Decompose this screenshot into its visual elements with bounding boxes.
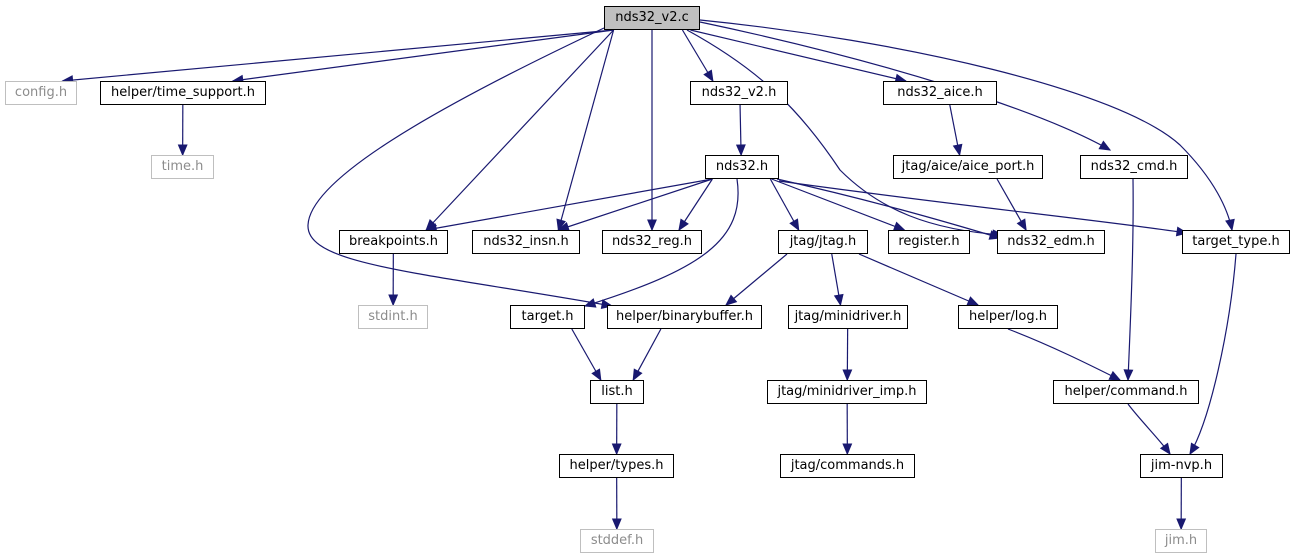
- edge-root-to-config: [61, 29, 614, 85]
- node-jim: jim.h: [1155, 529, 1207, 553]
- dependency-edges: [61, 19, 1237, 531]
- node-v2h[interactable]: nds32_v2.h: [690, 81, 788, 105]
- edge-root-to-aice: [690, 29, 908, 84]
- node-commands[interactable]: jtag/commands.h: [780, 454, 915, 478]
- node-jimnvp[interactable]: jim-nvp.h: [1140, 454, 1223, 478]
- node-nds32h[interactable]: nds32.h: [705, 155, 779, 179]
- edge-nds32h-to-bp: [424, 178, 713, 234]
- node-cmd[interactable]: nds32_cmd.h: [1080, 155, 1188, 179]
- node-ttype[interactable]: target_type.h: [1182, 230, 1290, 254]
- edge-list-to-types: [611, 403, 622, 456]
- edge-nds32h-to-reg: [678, 178, 713, 232]
- node-aice[interactable]: nds32_aice.h: [883, 81, 997, 105]
- node-time: time.h: [151, 155, 214, 179]
- edge-binbuf-to-list: [632, 328, 662, 382]
- node-reg[interactable]: nds32_reg.h: [602, 230, 702, 254]
- edge-nds32h-to-insn: [557, 178, 713, 232]
- edge-jtag-to-minidrv: [831, 253, 844, 307]
- edge-nds32h-to-jtag: [769, 178, 800, 232]
- node-stdint: stdint.h: [358, 305, 428, 329]
- node-timesupp[interactable]: helper/time_support.h: [100, 81, 266, 105]
- node-config: config.h: [5, 81, 77, 105]
- node-stddef: stddef.h: [580, 529, 654, 553]
- node-root[interactable]: nds32_v2.c: [604, 6, 700, 30]
- node-list[interactable]: list.h: [590, 380, 644, 404]
- node-target[interactable]: target.h: [510, 305, 585, 329]
- node-command[interactable]: helper/command.h: [1053, 380, 1199, 404]
- node-aiceport[interactable]: jtag/aice/aice_port.h: [893, 155, 1043, 179]
- edge-jtag-to-binbuf: [725, 253, 788, 306]
- edge-aiceport-to-edm: [996, 178, 1027, 232]
- node-register[interactable]: register.h: [888, 230, 970, 254]
- edge-root-to-v2h: [681, 29, 714, 83]
- edge-jimnvp-to-jim: [1176, 477, 1187, 531]
- node-binbuf[interactable]: helper/binarybuffer.h: [607, 305, 762, 329]
- edge-command-to-jimnvp: [1127, 403, 1171, 456]
- edge-root-to-insn: [556, 29, 615, 232]
- edge-root-to-reg: [647, 30, 657, 232]
- node-bp[interactable]: breakpoints.h: [339, 230, 448, 254]
- edge-bp-to-stdint: [388, 253, 399, 307]
- edge-minidrvimp-to-commands: [842, 403, 853, 456]
- edge-nds32h-to-edm: [776, 178, 1002, 240]
- edge-v2h-to-nds32h: [735, 104, 746, 157]
- node-insn[interactable]: nds32_insn.h: [472, 230, 580, 254]
- edge-root-to-ttype: [699, 19, 1235, 232]
- node-types[interactable]: helper/types.h: [559, 454, 674, 478]
- edge-nds32h-to-ttype: [778, 180, 1189, 237]
- edge-minidrv-to-minidrvimp: [842, 328, 853, 382]
- edge-types-to-stddef: [611, 477, 622, 531]
- edge-aice-to-aiceport: [949, 104, 963, 157]
- edge-nds32h-to-target: [583, 178, 739, 308]
- node-log[interactable]: helper/log.h: [958, 305, 1058, 329]
- node-minidrvimp[interactable]: jtag/minidriver_imp.h: [767, 380, 927, 404]
- edge-log-to-command: [1007, 328, 1122, 381]
- edge-cmd-to-command: [1123, 178, 1134, 382]
- edge-root-to-binbuf: [307, 27, 614, 310]
- node-jtag[interactable]: jtag/jtag.h: [778, 230, 868, 254]
- edge-root-to-timesupp: [231, 29, 614, 85]
- edge-ttype-to-jimnvp: [1189, 253, 1237, 456]
- edge-jtag-to-log: [858, 253, 980, 306]
- edge-target-to-list: [571, 328, 602, 382]
- node-edm[interactable]: nds32_edm.h: [997, 230, 1105, 254]
- node-minidrv[interactable]: jtag/minidriver.h: [788, 305, 908, 329]
- edge-timesupp-to-time: [177, 104, 188, 157]
